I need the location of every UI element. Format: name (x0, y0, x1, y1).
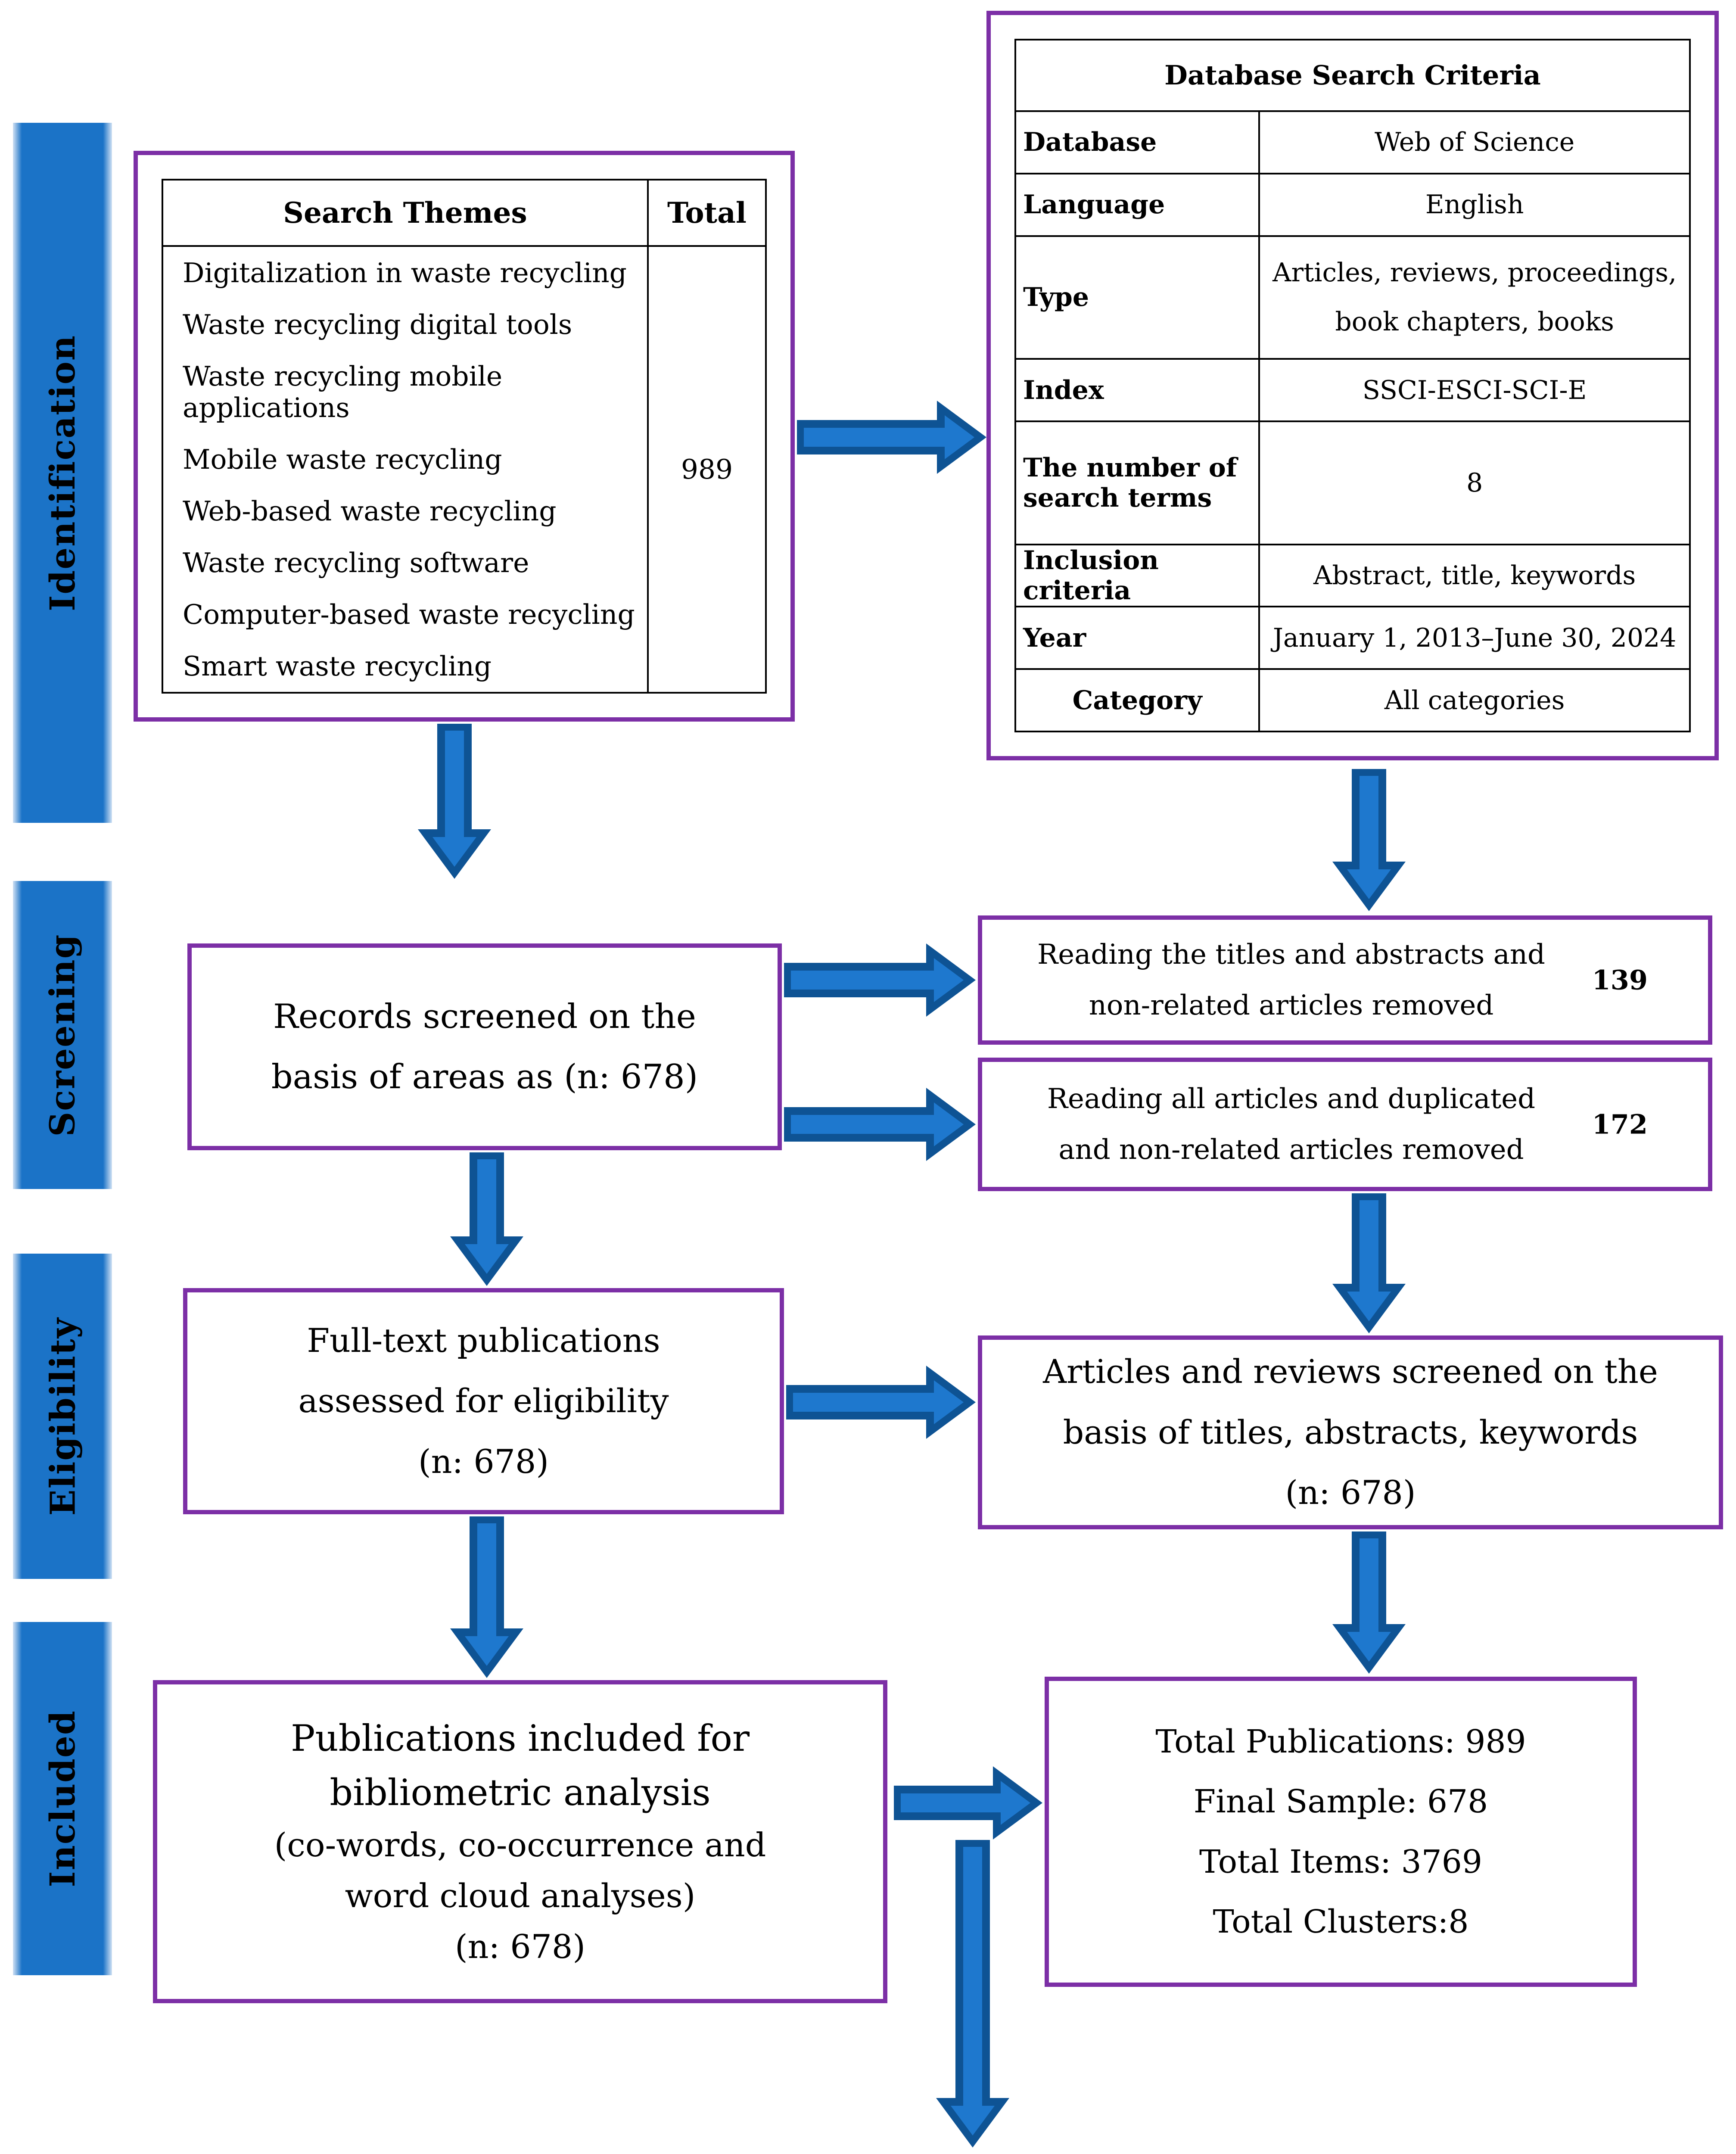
arrow-themes-to-criteria (797, 401, 986, 474)
search-theme-item: Waste recycling digital tools (183, 308, 572, 340)
criteria-value: Web of Science (1258, 112, 1689, 173)
criteria-row-language: Language English (1016, 172, 1689, 235)
removed-line: Reading the titles and abstracts and (1037, 938, 1545, 971)
search-themes-table: Search Themes Total Digitalization in wa… (162, 179, 767, 694)
articles-reviews-line: basis of titles, abstracts, keywords (1063, 1413, 1638, 1451)
totals-line: Total Publications: 989 (1155, 1723, 1526, 1761)
arrow-fulltext-down (450, 1516, 523, 1678)
criteria-value: All categories (1258, 670, 1689, 731)
criteria-label: Database (1023, 127, 1157, 158)
included-line: word cloud analyses) (345, 1877, 696, 1915)
articles-reviews-screened-box: Articles and reviews screened on the bas… (978, 1335, 1723, 1529)
included-line: Publications included for (290, 1717, 750, 1759)
criteria-row-search-terms: The number of search terms 8 (1016, 420, 1689, 544)
search-theme-item: Waste recycling mobile applications (183, 360, 503, 423)
search-themes-total-label: Total (647, 181, 765, 245)
records-screened-line: Records screened on the (273, 997, 696, 1036)
criteria-row-category: Category All categories (1016, 668, 1689, 731)
search-themes-body: Digitalization in waste recycling Waste … (163, 247, 765, 692)
stage-label-screening: Screening (42, 933, 83, 1137)
criteria-value: SSCI-ESCI-SCI-E (1258, 360, 1689, 420)
arrow-themes-down (418, 724, 491, 879)
totals-line: Total Clusters:8 (1213, 1903, 1469, 1940)
criteria-table: Database Search Criteria Database Web of… (1014, 39, 1691, 732)
totals-line: Total Items: 3769 (1199, 1843, 1482, 1880)
full-text-line: assessed for eligibility (298, 1382, 669, 1420)
arrow-screening-to-removed-1 (784, 943, 976, 1017)
stage-label-included: Included (42, 1710, 83, 1887)
search-theme-item: Web-based waste recycling (183, 495, 557, 527)
records-screened-box: Records screened on the basis of areas a… (187, 943, 782, 1150)
included-line: bibliometric analysis (330, 1771, 711, 1814)
criteria-label: Category (1072, 685, 1202, 716)
totals-line: Final Sample: 678 (1193, 1783, 1488, 1821)
search-theme-item: Mobile waste recycling (183, 443, 502, 475)
full-text-line: (n: 678) (418, 1442, 549, 1481)
search-themes-list: Digitalization in waste recycling Waste … (163, 247, 647, 692)
criteria-label: Year (1023, 623, 1086, 653)
arrow-fulltext-to-articles (786, 1366, 976, 1439)
search-themes-box: Search Themes Total Digitalization in wa… (134, 151, 795, 722)
criteria-table-title: Database Search Criteria (1164, 59, 1541, 91)
criteria-row-inclusion: Inclusion criteria Abstract, title, keyw… (1016, 543, 1689, 606)
bibliometric-included-box: Publications included for bibliometric a… (153, 1680, 887, 2003)
stage-bar-identification: Identification (13, 123, 112, 823)
criteria-box: Database Search Criteria Database Web of… (986, 11, 1719, 760)
criteria-value: January 1, 2013–June 30, 2024 (1258, 607, 1689, 669)
criteria-row-year: Year January 1, 2013–June 30, 2024 (1016, 606, 1689, 669)
stage-bar-eligibility: Eligibility (13, 1254, 112, 1579)
removed-line: and non-related articles removed (1058, 1134, 1524, 1166)
criteria-row-index: Index SSCI-ESCI-SCI-E (1016, 358, 1689, 420)
criteria-row-type: Type Articles, reviews, proceedings, boo… (1016, 235, 1689, 358)
criteria-value: Articles, reviews, proceedings, book cha… (1258, 237, 1689, 358)
full-text-assessed-box: Full-text publications assessed for elig… (183, 1288, 784, 1514)
stage-bar-screening: Screening (13, 881, 112, 1189)
criteria-value: Abstract, title, keywords (1258, 545, 1689, 606)
stage-label-identification: Identification (42, 334, 83, 611)
included-line: (n: 678) (454, 1927, 586, 1966)
arrow-criteria-down (1332, 769, 1406, 911)
totals-box: Total Publications: 989 Final Sample: 67… (1045, 1677, 1637, 1987)
removed-count-139: 139 (1592, 964, 1648, 996)
removed-count-172: 172 (1592, 1108, 1648, 1140)
arrow-screening-left-down (450, 1152, 523, 1286)
full-text-line: Full-text publications (307, 1321, 660, 1360)
criteria-label: The number of search terms (1023, 452, 1237, 513)
removed-line: non-related articles removed (1089, 990, 1494, 1021)
search-theme-item: Waste recycling software (183, 547, 529, 579)
search-theme-item: Digitalization in waste recycling (183, 257, 627, 289)
search-themes-total-value: 989 (647, 247, 765, 692)
removed-duplicates-box: Reading all articles and duplicated and … (978, 1058, 1712, 1191)
search-themes-header: Search Themes Total (163, 181, 765, 247)
removed-line: Reading all articles and duplicated (1047, 1083, 1536, 1115)
arrow-included-to-totals (894, 1766, 1042, 1840)
criteria-label: Type (1023, 282, 1089, 313)
search-themes-header-label: Search Themes (283, 196, 527, 230)
arrow-articles-down (1332, 1531, 1406, 1674)
included-line: (co-words, co-occurrence and (274, 1826, 766, 1864)
articles-reviews-line: Articles and reviews screened on the (1043, 1352, 1658, 1391)
criteria-label: Language (1023, 190, 1165, 220)
removed-titles-abstracts-text: Reading the titles and abstracts and non… (1017, 920, 1566, 1040)
removed-titles-abstracts-box: Reading the titles and abstracts and non… (978, 915, 1712, 1045)
stage-bar-included: Included (13, 1622, 112, 1975)
search-theme-item: Smart waste recycling (183, 650, 492, 682)
criteria-label: Index (1023, 375, 1104, 405)
search-theme-item: Computer-based waste recycling (183, 598, 635, 630)
arrow-removed-down (1332, 1193, 1406, 1333)
criteria-value: 8 (1258, 422, 1689, 544)
records-screened-line: basis of areas as (n: 678) (271, 1058, 698, 1096)
criteria-row-database: Database Web of Science (1016, 110, 1689, 173)
stage-label-eligibility: Eligibility (42, 1317, 83, 1516)
removed-duplicates-text: Reading all articles and duplicated and … (1017, 1062, 1566, 1187)
criteria-value: English (1258, 174, 1689, 235)
arrow-screening-to-removed-2 (784, 1088, 976, 1161)
criteria-label: Inclusion criteria (1023, 545, 1159, 606)
articles-reviews-line: (n: 678) (1285, 1473, 1416, 1512)
arrow-down-to-findings (936, 1840, 1009, 2148)
